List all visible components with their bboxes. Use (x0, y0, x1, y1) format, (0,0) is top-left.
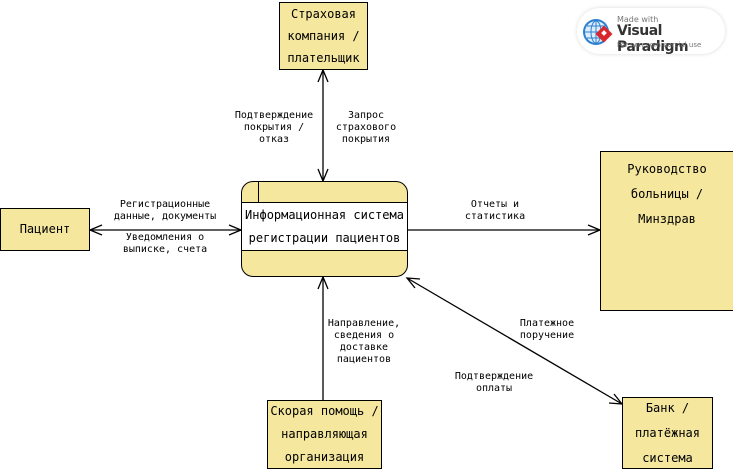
entity-label: плательщик (287, 51, 360, 65)
entity-insurance[interactable]: Страховая компания / плательщик (279, 2, 368, 70)
visual-paradigm-watermark: Made with Visual Paradigm For non-commer… (577, 8, 725, 55)
label-line: выписке, счета (122, 244, 208, 255)
label-line: оплаты (475, 383, 513, 394)
entity-label: платёжная (634, 425, 701, 440)
entity-label: Банк / (645, 400, 690, 415)
entity-label: организация (284, 450, 365, 464)
watermark-note: For non-commercial use (617, 41, 702, 49)
entity-label: Страховая (290, 7, 357, 21)
label-line: Направление, (327, 318, 401, 329)
entity-label: больницы / (630, 187, 704, 201)
label-line: поручение (519, 330, 575, 341)
process-label: регистрации пациентов (248, 230, 401, 245)
label-line: данные, документы (113, 211, 217, 222)
arrowhead-down-right (608, 393, 624, 405)
flow-label-insurance-request: Запрос страхового покрытия (330, 110, 402, 146)
label-line: Уведомления о (125, 232, 205, 243)
label-line: Подтверждение (454, 371, 534, 382)
flow-label-payment-confirm: Подтверждение оплаты (450, 371, 538, 395)
globe-logo-icon (583, 19, 613, 45)
flow-label-referral: Направление, сведения о доставке пациент… (325, 318, 403, 366)
label-line: страхового (335, 122, 397, 133)
entity-label: Руководство (627, 162, 707, 176)
process-label: Информационная система (245, 207, 404, 222)
entity-patient[interactable]: Пациент (0, 208, 90, 251)
label-line: сведения о (333, 330, 395, 341)
arrowhead-up (317, 275, 329, 290)
label-line: Подтверждение (234, 110, 314, 121)
label-line: Отчеты и (470, 199, 520, 210)
label-line: доставке (339, 342, 389, 353)
label-line: статистика (464, 211, 526, 222)
flow-line-bank[interactable] (406, 277, 623, 405)
flow-label-payment-order: Платежное поручение (512, 318, 582, 342)
flow-label-patient-out: Уведомления о выписке, счета (105, 232, 225, 256)
flow-label-reports: Отчеты и статистика (455, 199, 535, 223)
watermark-brand: Visual Paradigm (617, 23, 689, 55)
entity-label: Скорая помощь / (270, 404, 379, 418)
flow-label-insurance-confirm: Подтверждение покрытия / отказ (230, 110, 318, 146)
process-header (242, 182, 407, 203)
entity-label: Минздрав (638, 212, 696, 226)
watermark-made-with: Made with (617, 15, 659, 24)
arrowhead-up (317, 68, 329, 83)
entity-label: Пациент (19, 222, 71, 236)
label-line: пациентов (336, 354, 392, 365)
entity-label: система (642, 450, 693, 465)
entity-label: компания / (287, 29, 360, 43)
label-line: покрытия / (243, 122, 305, 133)
arrowhead-left (88, 224, 103, 236)
entity-label: направляющая (281, 427, 368, 441)
label-line: Регистрационные (119, 199, 211, 210)
process-registration-system[interactable]: Информационная система регистрации пацие… (241, 181, 408, 277)
process-body: Информационная система регистрации пацие… (242, 203, 407, 251)
label-line: отказ (258, 134, 290, 145)
entity-bank[interactable]: Банк / платёжная система (622, 397, 713, 469)
arrowhead-up-left (405, 277, 421, 289)
label-line: Платежное (519, 318, 575, 329)
entity-ambulance[interactable]: Скорая помощь / направляющая организация (267, 400, 382, 469)
process-id-cell (242, 182, 259, 202)
label-line: покрытия (341, 134, 391, 145)
flow-label-patient-in: Регистрационные данные, документы (105, 199, 225, 223)
label-line: Запрос (347, 110, 385, 121)
entity-management[interactable]: Руководство больницы / Минздрав (600, 151, 733, 311)
